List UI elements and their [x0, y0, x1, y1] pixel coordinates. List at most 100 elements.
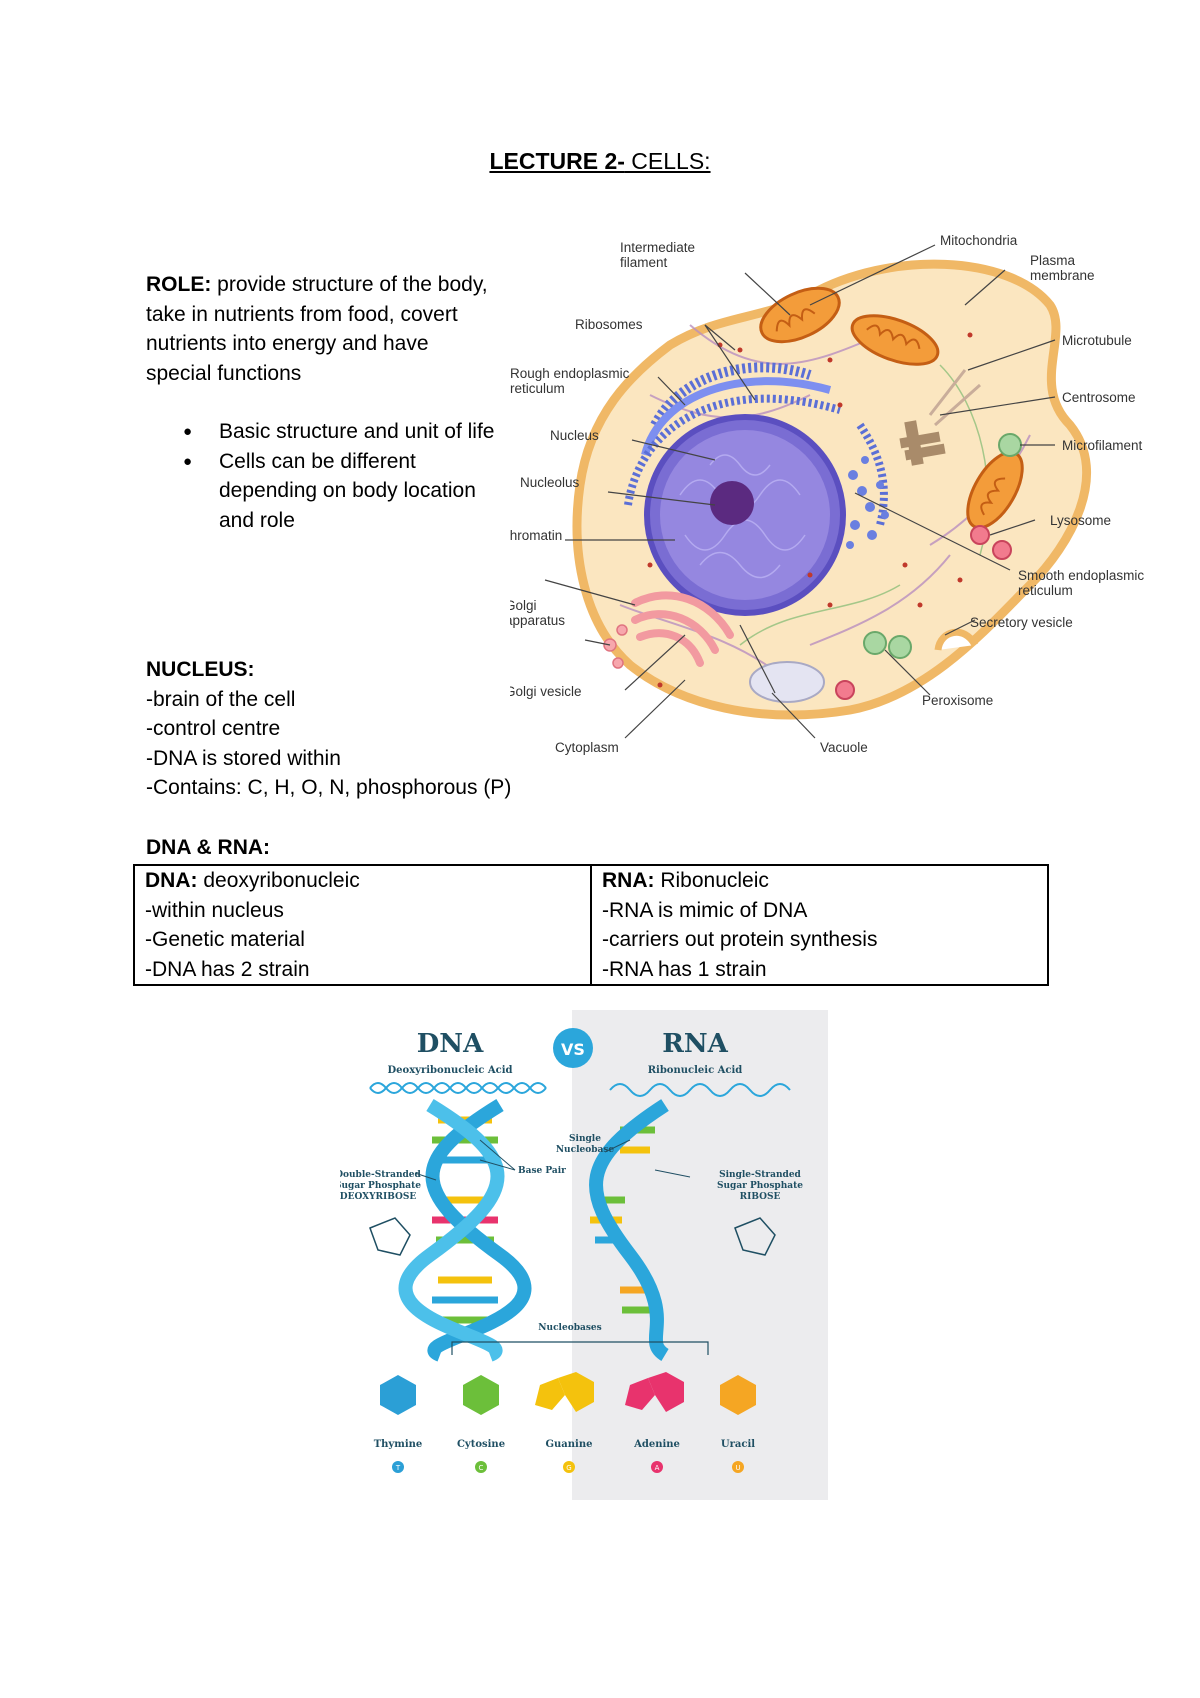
adenine-dot	[651, 1461, 663, 1473]
label-smooth-er-1: Smooth endoplasmic	[1018, 568, 1144, 583]
dna-rna-table: DNA: deoxyribonucleic -within nucleus -G…	[133, 864, 1049, 986]
ribose-ring	[734, 1217, 776, 1256]
double-stranded-2: Sugar Phosphate	[340, 1181, 421, 1191]
guanine-ring-a	[535, 1378, 565, 1410]
adenine-ring-a	[625, 1378, 655, 1410]
single-nucleobase-1: Single	[569, 1134, 601, 1144]
lysosome-shape	[835, 680, 855, 700]
peroxisome-shape	[888, 635, 912, 659]
dna-strand-b	[398, 1099, 505, 1362]
thymine-ring	[380, 1375, 416, 1415]
role-paragraph: ROLE: provide structure of the body, tak…	[146, 270, 496, 388]
base-cytosine: Cytosine C	[457, 1375, 505, 1473]
dna-line: -DNA has 2 strain	[145, 957, 310, 981]
label-cytoplasm: Cytoplasm	[555, 740, 619, 755]
label-smooth-er-2: reticulum	[1018, 583, 1073, 598]
dna-strand-a	[425, 1099, 532, 1362]
centrosome-shape	[899, 420, 946, 466]
nucleobases-bracket	[451, 1341, 709, 1355]
nucleus-line: -brain of the cell	[146, 687, 296, 711]
adenine-ring-b	[648, 1372, 684, 1412]
double-stranded-1: Double-Stranded	[340, 1170, 422, 1180]
guanine-letter: G	[566, 1464, 571, 1472]
leader-cytoplasm	[624, 679, 686, 739]
label-centrosome: Centrosome	[1062, 390, 1136, 405]
role-bullet-list: Basic structure and unit of life Cells c…	[146, 417, 516, 535]
rna-name: Ribonucleic	[654, 869, 769, 892]
single-stranded-1: Single-Stranded	[719, 1170, 801, 1180]
mitochondria-shapes	[759, 286, 1024, 530]
golgi-apparatus-shape	[631, 591, 734, 667]
nucleus-section: NUCLEUS: -brain of the cell -control cen…	[146, 655, 586, 803]
figure-leaders	[414, 1139, 691, 1181]
label-intermediate-filament-2: filament	[620, 255, 668, 270]
role-bullet: Cells can be different depending on body…	[146, 447, 516, 536]
guanine-dot	[563, 1461, 575, 1473]
role-bullet: Basic structure and unit of life	[146, 417, 516, 447]
vs-text: VS	[561, 1040, 585, 1059]
page-title: LECTURE 2- CELLS:	[0, 148, 1200, 175]
nucleus-heading: NUCLEUS:	[146, 658, 255, 681]
role-section: ROLE: provide structure of the body, tak…	[146, 270, 496, 535]
rna-cell: RNA: Ribonucleic -RNA is mimic of DNA -c…	[591, 865, 1048, 985]
nucleus-line: -control centre	[146, 717, 281, 740]
adenine-name: Adenine	[633, 1439, 680, 1450]
vacuole-shape	[749, 661, 825, 703]
nucleus-line: -DNA is stored within	[146, 746, 341, 770]
lysosome-green	[998, 433, 1022, 457]
label-chromatin: Chromatin	[510, 528, 562, 543]
double-stranded-3: DEOXYRIBOSE	[340, 1192, 416, 1202]
dna-double-helix	[398, 1099, 532, 1362]
label-lysosome: Lysosome	[1050, 513, 1111, 528]
label-plasma-membrane-1: Plasma	[1030, 253, 1076, 268]
dna-vs-rna-figure: DNA VS RNA Deoxyribonucleic Acid Ribonuc…	[340, 1010, 828, 1500]
label-nucleus: Nucleus	[550, 428, 599, 443]
microtubules	[928, 369, 981, 427]
rna-strand	[589, 1099, 670, 1361]
label-microtubule: Microtubule	[1062, 333, 1132, 348]
lysosome-shape	[970, 525, 990, 545]
base-thymine: Thymine T	[374, 1375, 423, 1473]
rna-subtitle: Ribonucleic Acid	[648, 1065, 743, 1076]
label-microfilament: Microfilament	[1062, 438, 1143, 453]
dna-name: deoxyribonucleic	[197, 869, 360, 892]
smooth-er-shape	[846, 456, 889, 549]
rna-label: RNA:	[602, 869, 655, 892]
cytosine-dot	[475, 1461, 487, 1473]
ribosomes-shape	[647, 332, 973, 688]
rna-line: -RNA has 1 strain	[602, 957, 767, 981]
label-peroxisome: Peroxisome	[922, 693, 993, 708]
animal-cell-diagram: Mitochondria Intermediate filament Plasm…	[510, 233, 1144, 755]
label-nucleolus: Nucleolus	[520, 475, 580, 490]
role-label: ROLE:	[146, 273, 212, 296]
rna-line: -carriers out protein synthesis	[602, 928, 878, 951]
label-vacuole: Vacuole	[820, 740, 868, 755]
label-golgi-apparatus-2: apparatus	[510, 613, 565, 628]
secretory-vesicle-shape	[934, 628, 979, 651]
thymine-dot	[392, 1461, 404, 1473]
table-row: DNA: deoxyribonucleic -within nucleus -G…	[134, 865, 1048, 985]
dna-line: -Genetic material	[145, 928, 305, 951]
thymine-name: Thymine	[374, 1439, 423, 1450]
label-mitochondria: Mitochondria	[940, 233, 1018, 248]
leader-lines	[544, 244, 1056, 696]
nucleus-line: -Contains: C, H, O, N, phosphorous (P)	[146, 776, 512, 799]
single-nucleobase-2: Nucleobase	[556, 1145, 615, 1155]
label-intermediate-filament-1: Intermediate	[620, 240, 695, 255]
dna-figure-title: DNA	[417, 1029, 484, 1059]
base-pair-label: Base Pair	[518, 1166, 566, 1176]
mini-dna-strand-b	[369, 1082, 547, 1094]
rna-single-helix	[589, 1099, 670, 1361]
label-golgi-vesicle: Golgi vesicle	[510, 684, 582, 699]
title-bold: LECTURE 2-	[489, 148, 625, 174]
rna-line: -RNA is mimic of DNA	[602, 898, 808, 922]
label-rough-er-2: reticulum	[510, 381, 565, 396]
single-stranded-2: Sugar Phosphate	[717, 1181, 803, 1191]
dna-cell: DNA: deoxyribonucleic -within nucleus -G…	[134, 865, 592, 985]
base-uracil: Uracil U	[720, 1375, 756, 1473]
vs-badge	[553, 1028, 593, 1068]
thymine-letter: T	[395, 1464, 401, 1472]
label-secretory-vesicle: Secretory vesicle	[970, 615, 1073, 630]
uracil-name: Uracil	[721, 1439, 755, 1450]
leader-vacuole	[771, 692, 816, 739]
